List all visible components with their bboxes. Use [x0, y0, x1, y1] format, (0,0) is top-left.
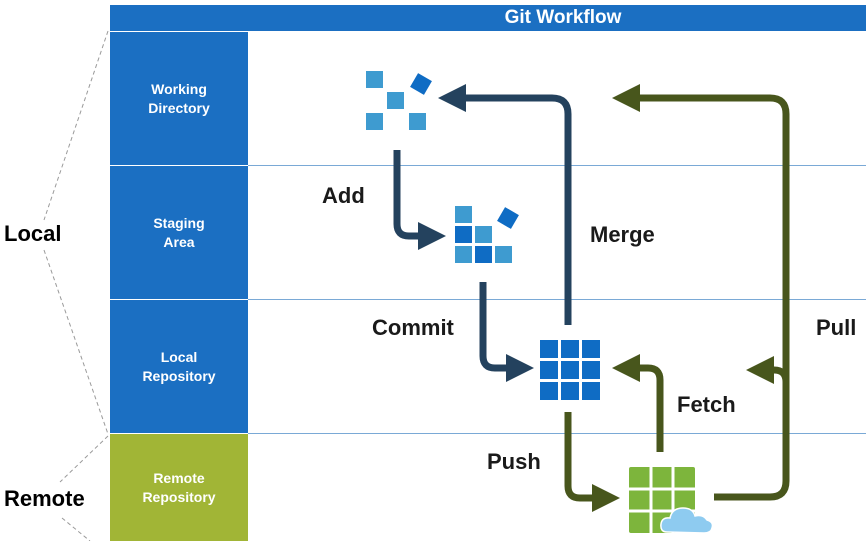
label-pull: Pull	[816, 315, 857, 340]
merge-arrow	[438, 84, 572, 325]
label-merge: Merge	[590, 222, 655, 247]
label-fetch: Fetch	[677, 392, 736, 417]
stage-staging-area: Staging Area	[110, 166, 248, 299]
stage-local-repository-label: Local Repository	[142, 348, 216, 384]
stage-staging-area-label: Staging Area	[153, 214, 205, 250]
stage-local-repository: Local Repository	[110, 300, 248, 433]
commit-arrow	[479, 282, 534, 382]
row-separator	[248, 165, 866, 166]
stage-working-directory: Working Directory	[110, 32, 248, 165]
label-commit: Commit	[372, 315, 454, 340]
pull-branch-arrow	[746, 356, 790, 384]
push-arrow	[564, 412, 620, 512]
diagram-title: Git Workflow	[504, 7, 622, 28]
add-arrow	[393, 150, 446, 250]
fetch-arrow	[612, 354, 664, 452]
stage-working-directory-label: Working Directory	[148, 80, 210, 116]
label-add: Add	[322, 183, 365, 208]
row-separator	[248, 433, 866, 434]
local-brace	[43, 30, 109, 435]
stage-remote-repository: Remote Repository	[110, 434, 248, 541]
pull-arrow	[612, 84, 790, 501]
title-bar	[110, 5, 866, 31]
cloud-grid-icon	[629, 467, 714, 534]
label-push: Push	[487, 449, 541, 474]
partial-blocks-icon	[455, 206, 519, 263]
row-separator	[248, 299, 866, 300]
stage-remote-repository-label: Remote Repository	[142, 469, 216, 505]
full-grid-icon	[540, 340, 600, 400]
group-label-remote: Remote	[4, 486, 85, 511]
group-label-local: Local	[4, 221, 62, 246]
scattered-blocks-icon	[366, 71, 432, 130]
remote-brace	[59, 435, 109, 541]
